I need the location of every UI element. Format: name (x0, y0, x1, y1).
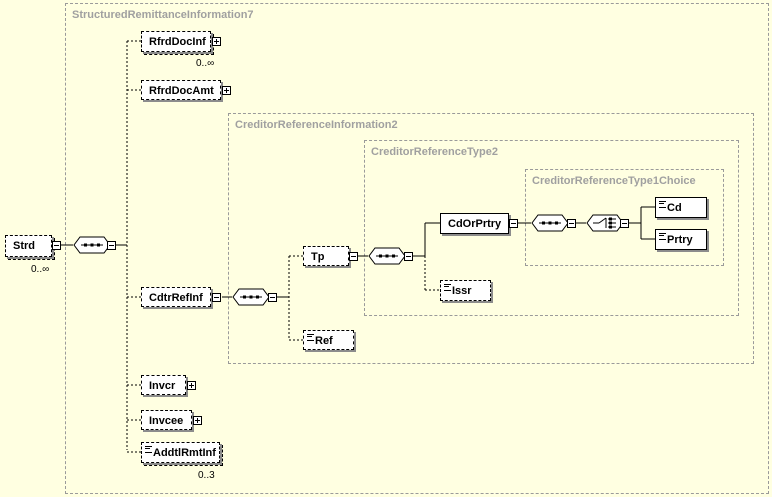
expand-icon[interactable] (193, 416, 202, 425)
collapse-icon[interactable] (509, 219, 518, 228)
collapse-icon[interactable] (567, 219, 576, 228)
sequence-compositor-icon[interactable] (232, 288, 270, 306)
expand-icon[interactable] (187, 381, 196, 390)
element-label: Invcee (149, 415, 184, 427)
element-label: CdOrPrtry (448, 218, 502, 230)
collapse-icon[interactable] (107, 241, 116, 250)
collapse-icon[interactable] (620, 219, 629, 228)
group-title: CreditorReferenceType2 (371, 146, 498, 158)
simple-type-icon (145, 446, 152, 453)
element-invcee[interactable]: Invcee (141, 410, 192, 430)
collapse-icon[interactable] (52, 241, 61, 250)
element-label: RfrdDocInf (149, 36, 206, 48)
cardinality-label: 0..∞ (31, 264, 50, 275)
element-label: Strd (13, 240, 35, 252)
element-label: RfrdDocAmt (149, 85, 214, 97)
expand-icon[interactable] (212, 37, 221, 46)
cardinality-label: 0..∞ (196, 58, 215, 69)
element-label: CdtrRefInf (149, 292, 203, 304)
group-creditor-reference-type: CreditorReferenceType2 (364, 140, 739, 316)
element-label: Ref (315, 335, 333, 347)
element-ref[interactable]: Ref (303, 330, 354, 350)
sequence-compositor-icon[interactable] (368, 247, 406, 265)
expand-icon[interactable] (222, 86, 231, 95)
element-tp[interactable]: Tp (303, 246, 349, 266)
element-label: Invcr (149, 380, 176, 392)
element-rfrd-doc-amt[interactable]: RfrdDocAmt (141, 80, 221, 100)
element-prtry[interactable]: Prtry (655, 229, 707, 250)
group-title: StructuredRemittanceInformation7 (72, 9, 254, 21)
element-label: Cd (667, 202, 682, 214)
element-invcr[interactable]: Invcr (141, 375, 186, 395)
element-addtl-rmt-inf[interactable]: AddtlRmtInf (141, 442, 223, 466)
element-label: Prtry (667, 234, 693, 246)
simple-type-icon (659, 201, 666, 208)
element-label: AddtlRmtInf (153, 447, 216, 459)
element-rfrd-doc-inf[interactable]: RfrdDocInf (141, 31, 214, 55)
simple-type-icon (307, 334, 314, 341)
group-structured-remittance-information: StructuredRemittanceInformation7 (65, 3, 769, 494)
collapse-icon[interactable] (349, 252, 358, 261)
simple-type-icon (444, 284, 451, 291)
sequence-compositor-icon[interactable] (531, 214, 569, 232)
element-label: Tp (311, 251, 325, 263)
element-cdtr-ref-inf[interactable]: CdtrRefInf (141, 287, 211, 307)
group-creditor-reference-choice: CreditorReferenceType1Choice (525, 169, 724, 266)
element-strd[interactable]: Strd (5, 235, 55, 260)
cardinality-label: 0..3 (198, 470, 215, 481)
element-label: Issr (452, 285, 472, 297)
choice-compositor-icon[interactable] (586, 214, 624, 232)
collapse-icon[interactable] (404, 252, 413, 261)
group-title: CreditorReferenceInformation2 (235, 119, 398, 131)
simple-type-icon (659, 233, 666, 240)
collapse-icon[interactable] (212, 293, 221, 302)
element-issr[interactable]: Issr (440, 280, 491, 301)
element-cd-or-prtry[interactable]: CdOrPrtry (440, 213, 509, 234)
group-creditor-reference-information: CreditorReferenceInformation2 (228, 113, 754, 364)
group-title: CreditorReferenceType1Choice (532, 175, 696, 187)
element-cd[interactable]: Cd (655, 197, 707, 218)
collapse-icon[interactable] (268, 293, 277, 302)
sequence-compositor-icon[interactable] (73, 236, 111, 254)
